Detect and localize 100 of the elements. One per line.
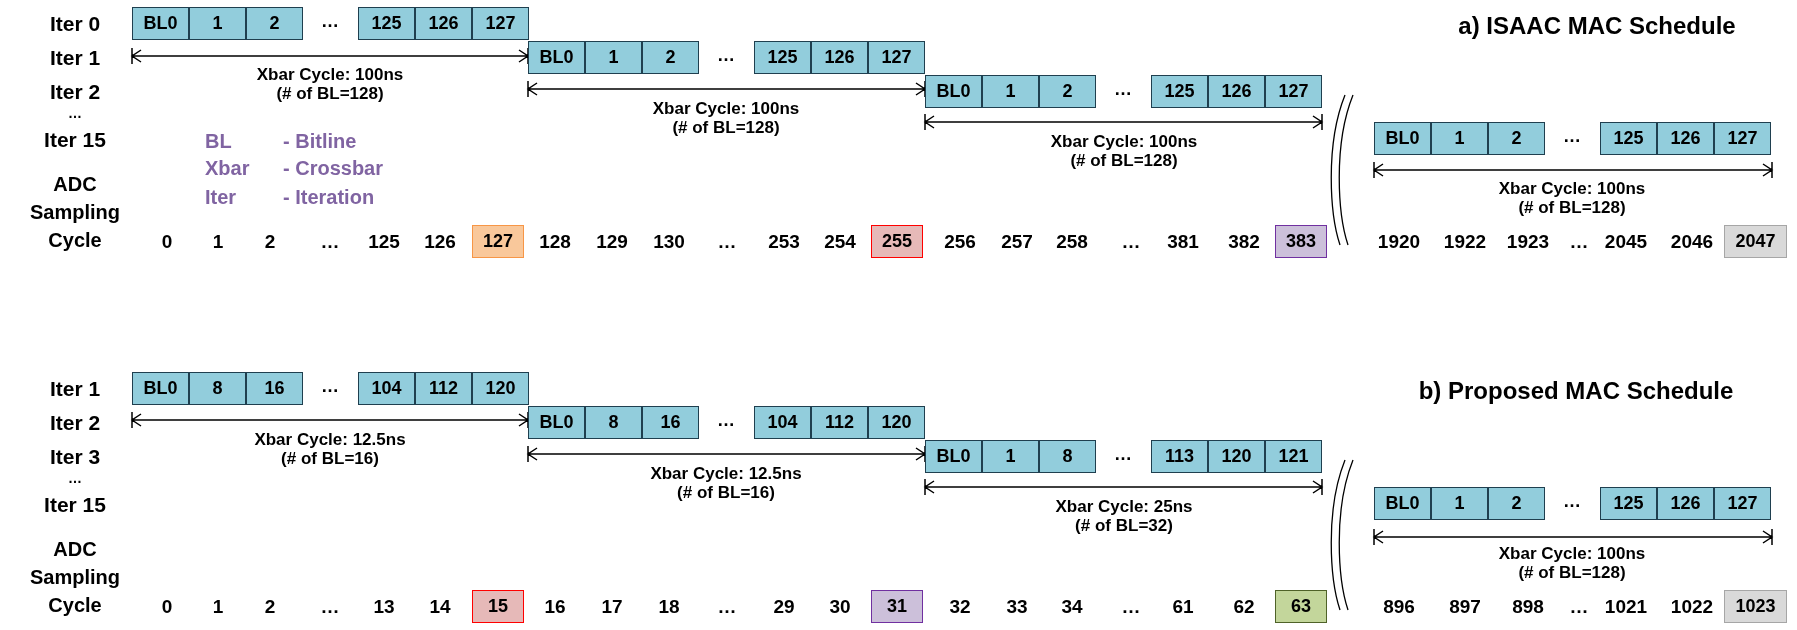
sampling-cycle-number: 257	[1001, 231, 1033, 253]
bitline-cell: 1	[982, 440, 1039, 473]
sampling-cycle-number: 13	[373, 596, 395, 618]
bitline-cell: 1	[189, 7, 246, 40]
sampling-cycle-number: …	[320, 231, 340, 253]
bitline-cell: 127	[1714, 122, 1771, 155]
bitline-cell: 2	[1039, 75, 1096, 108]
sampling-cycle-cell: 15	[472, 590, 524, 623]
sampling-cycle-number: 130	[653, 231, 685, 253]
sampling-cycle-number: …	[717, 596, 737, 618]
sampling-cycle-number: 126	[424, 231, 456, 253]
sampling-cycle-number: 129	[596, 231, 628, 253]
cycle-duration: Xbar Cycle: 100ns (# of BL=128)	[1497, 178, 1647, 218]
sampling-cycle-number: 1922	[1443, 231, 1487, 253]
bitline-cell: 1	[982, 75, 1039, 108]
bitline-cell: 125	[1600, 487, 1657, 520]
bitline-cell: 126	[415, 7, 472, 40]
sampling-cycle-number: 258	[1056, 231, 1088, 253]
abbreviation: Iter	[205, 185, 237, 209]
sampling-cycle-number: …	[1121, 231, 1141, 253]
sampling-cycle-number: 2	[264, 231, 276, 253]
sampling-cycle-number: 2	[264, 596, 276, 618]
row-label: Iter 1	[49, 45, 101, 71]
ellipsis: …	[717, 44, 735, 66]
sampling-cycle-number: 1923	[1506, 231, 1550, 253]
ellipsis: …	[68, 469, 82, 487]
bitline-cell: 125	[1600, 122, 1657, 155]
bitline-cell: 1	[585, 41, 642, 74]
abbreviation-meaning: - Crossbar	[283, 156, 384, 180]
sampling-cycle-number: 1022	[1670, 596, 1714, 618]
sampling-cycle-number: 2046	[1670, 231, 1714, 253]
row-label: Iter 3	[49, 444, 101, 470]
ellipsis: …	[717, 409, 735, 431]
sampling-cycle-cell: 255	[871, 225, 923, 258]
sampling-cycle-number: 2045	[1604, 231, 1648, 253]
bitline-cell: 120	[1208, 440, 1265, 473]
sampling-cycle-cell: 127	[472, 225, 524, 258]
bitline-cell: 8	[189, 372, 246, 405]
cycle-duration: Xbar Cycle: 100ns (# of BL=128)	[651, 98, 801, 138]
sampling-cycle-number: 0	[161, 231, 173, 253]
row-label: Iter 2	[49, 410, 101, 436]
sampling-cycle-number: 128	[539, 231, 571, 253]
bitline-cell: 2	[642, 41, 699, 74]
abbreviation: BL	[205, 129, 232, 153]
bitline-cell: BL0	[132, 372, 189, 405]
bitline-cell: BL0	[925, 75, 982, 108]
sampling-cycle-number: 33	[1006, 596, 1028, 618]
sampling-cycle-number: 32	[949, 596, 971, 618]
sampling-cycle-number: 30	[829, 596, 851, 618]
bitline-cell: BL0	[925, 440, 982, 473]
bitline-cell: 8	[585, 406, 642, 439]
bitline-cell: 104	[358, 372, 415, 405]
bitline-cell: 127	[868, 41, 925, 74]
sampling-cycle-number: …	[1569, 596, 1589, 618]
sampling-cycle-cell: 2047	[1724, 225, 1787, 258]
bitline-cell: 112	[415, 372, 472, 405]
section-title: a) ISAAC MAC Schedule	[1458, 12, 1736, 40]
bitline-cell: 2	[1488, 487, 1545, 520]
bitline-cell: 127	[472, 7, 529, 40]
sampling-cycle-number: 253	[768, 231, 800, 253]
bitline-cell: 1	[1431, 487, 1488, 520]
sampling-cycle-number: 0	[161, 596, 173, 618]
sampling-cycle-number: 61	[1172, 596, 1194, 618]
sampling-cycle-number: 896	[1383, 596, 1415, 618]
bitline-cell: 126	[1657, 487, 1714, 520]
sampling-cycle-number: 1021	[1604, 596, 1648, 618]
abbreviation: Xbar	[205, 156, 250, 180]
row-label: Iter 2	[49, 79, 101, 105]
sampling-cycle-number: …	[1569, 231, 1589, 253]
row-label: Iter 15	[44, 127, 106, 153]
ellipsis: …	[321, 10, 339, 32]
sampling-cycle-number: 897	[1449, 596, 1481, 618]
bitline-cell: BL0	[528, 41, 585, 74]
ellipsis: …	[1114, 443, 1132, 465]
ellipsis: …	[68, 104, 82, 122]
bitline-cell: 126	[1208, 75, 1265, 108]
bitline-cell: 16	[642, 406, 699, 439]
sampling-cycle-number: 29	[773, 596, 795, 618]
bitline-cell: 126	[1657, 122, 1714, 155]
sampling-cycle-number: 18	[658, 596, 680, 618]
bitline-cell: BL0	[1374, 122, 1431, 155]
bitline-cell: 8	[1039, 440, 1096, 473]
row-label: Iter 0	[49, 11, 101, 37]
bitline-cell: BL0	[1374, 487, 1431, 520]
sampling-cycle-cell: 31	[871, 590, 923, 623]
bitline-cell: 126	[811, 41, 868, 74]
sampling-cycle-number: 17	[601, 596, 623, 618]
ellipsis: …	[1563, 125, 1581, 147]
bitline-cell: 120	[868, 406, 925, 439]
bitline-cell: 127	[1265, 75, 1322, 108]
abbreviation-meaning: - Bitline	[283, 129, 357, 153]
cycle-duration: Xbar Cycle: 100ns (# of BL=128)	[1049, 131, 1199, 171]
sampling-cycle-cell: 383	[1275, 225, 1327, 258]
sampling-cycle-number: 62	[1233, 596, 1255, 618]
sampling-cycle-number: 898	[1512, 596, 1544, 618]
sampling-cycle-cell: 1023	[1724, 590, 1787, 623]
sampling-cycle-number: 34	[1061, 596, 1083, 618]
sampling-cycle-cell: 63	[1275, 590, 1327, 623]
sampling-cycle-number: 382	[1228, 231, 1260, 253]
row-label: ADC Sampling Cycle	[29, 537, 121, 618]
